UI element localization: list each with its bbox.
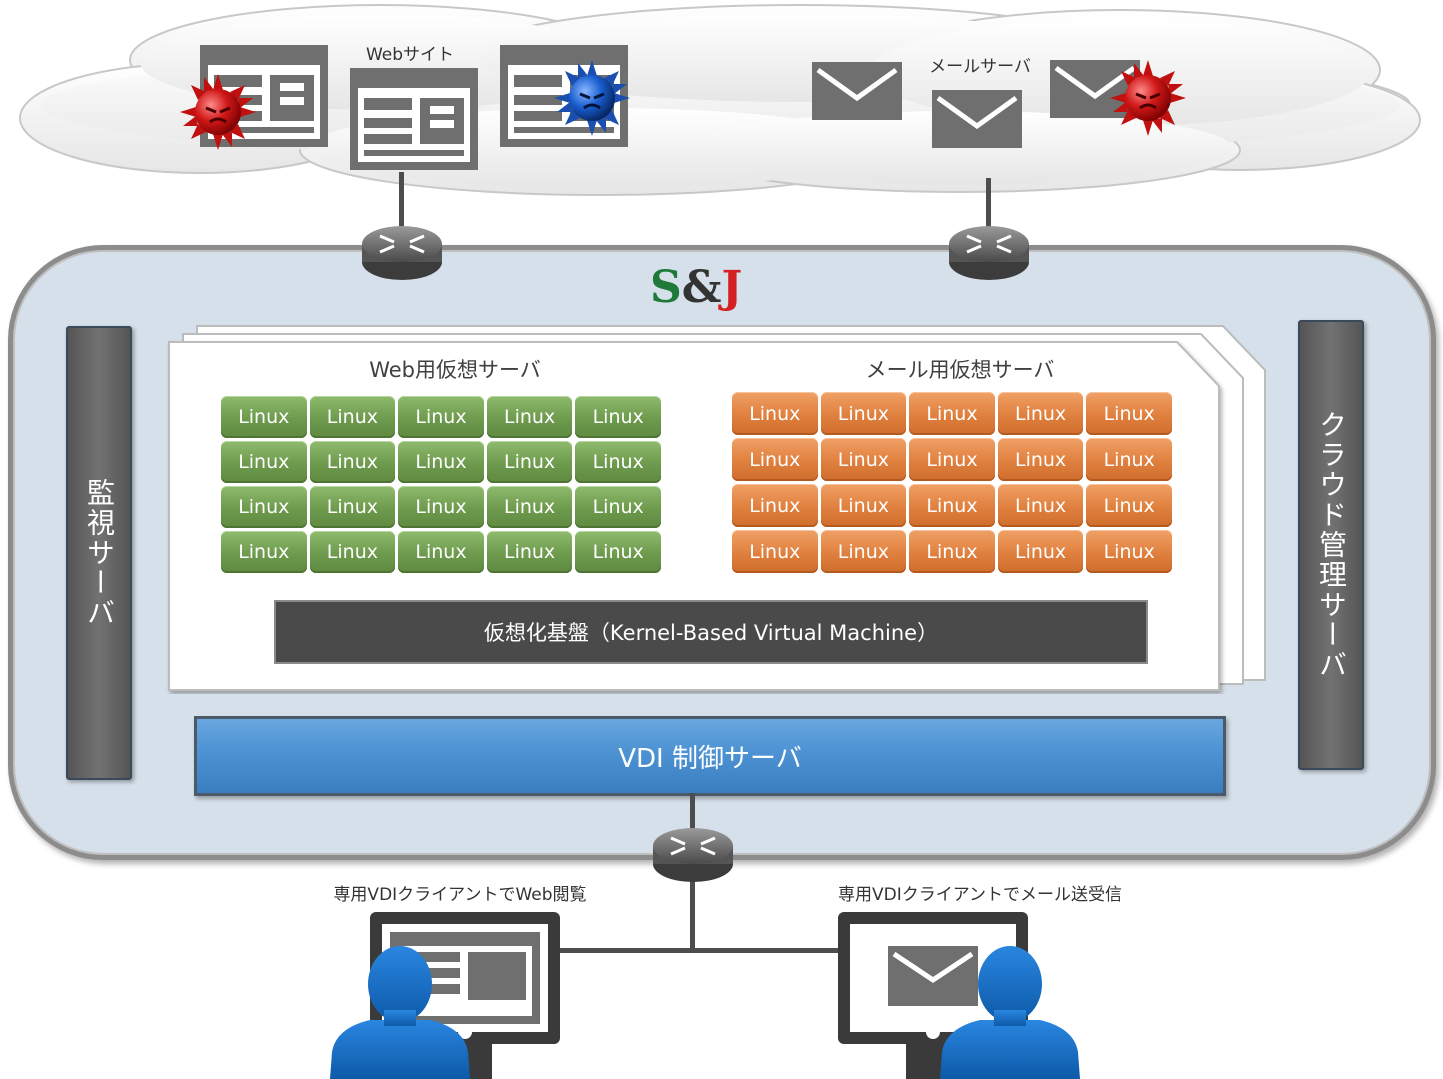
- connector-line: [540, 948, 850, 953]
- mailserver-label: メールサーバ: [929, 57, 1031, 77]
- linux-vm-cell: Linux: [732, 484, 818, 527]
- linux-vm-cell: Linux: [909, 392, 995, 435]
- envelope-icon: [932, 90, 1022, 148]
- linux-vm-cell: Linux: [221, 486, 307, 528]
- monitoring-server-label: 監視サーバ: [83, 478, 116, 628]
- linux-vm-cell: Linux: [398, 441, 484, 483]
- browser-window-icon: [350, 68, 478, 170]
- linux-vm-cell: Linux: [732, 530, 818, 573]
- linux-vm-cell: Linux: [309, 486, 396, 528]
- linux-vm-cell: Linux: [575, 486, 661, 528]
- linux-vm-cell: Linux: [486, 531, 573, 573]
- linux-vm-cell: Linux: [398, 396, 484, 438]
- cloud-management-server: クラウド管理サーバ: [1298, 320, 1364, 770]
- linux-vm-cell: Linux: [820, 484, 907, 527]
- linux-vm-cell: Linux: [486, 396, 573, 438]
- linux-vm-cell: Linux: [486, 441, 573, 483]
- mail-vm-title: メール用仮想サーバ: [865, 358, 1055, 382]
- vdi-control-server: VDI 制御サーバ: [194, 716, 1226, 796]
- linux-vm-cell: Linux: [575, 531, 661, 573]
- logo: S&J: [650, 262, 760, 314]
- linux-vm-cell: Linux: [1086, 530, 1172, 573]
- user-silhouette-icon: [940, 946, 1080, 1079]
- logo-s: S: [650, 262, 682, 313]
- linux-vm-cell: Linux: [486, 486, 573, 528]
- linux-vm-cell: Linux: [997, 438, 1084, 481]
- vdi-label: VDI 制御サーバ: [618, 743, 802, 774]
- user-silhouette-icon: [330, 946, 470, 1079]
- monitoring-server: 監視サーバ: [66, 326, 132, 780]
- linux-vm-cell: Linux: [1086, 392, 1172, 435]
- kvm-label: 仮想化基盤（Kernel-Based Virtual Machine）: [483, 621, 939, 645]
- logo-j: J: [721, 262, 743, 313]
- linux-vm-cell: Linux: [820, 392, 907, 435]
- virus-blue-icon: [554, 60, 630, 136]
- linux-vm-cell: Linux: [221, 531, 307, 573]
- linux-vm-cell: Linux: [309, 396, 396, 438]
- linux-vm-cell: Linux: [909, 484, 995, 527]
- linux-vm-cell: Linux: [398, 486, 484, 528]
- linux-vm-cell: Linux: [732, 392, 818, 435]
- linux-vm-cell: Linux: [820, 530, 907, 573]
- linux-vm-cell: Linux: [997, 530, 1084, 573]
- cloud-management-server-label: クラウド管理サーバ: [1315, 410, 1348, 680]
- router-icon: [362, 226, 442, 280]
- linux-vm-cell: Linux: [398, 531, 484, 573]
- website-label: Webサイト: [365, 45, 455, 65]
- linux-vm-cell: Linux: [221, 396, 307, 438]
- linux-vm-cell: Linux: [1086, 438, 1172, 481]
- linux-vm-cell: Linux: [997, 484, 1084, 527]
- linux-vm-cell: Linux: [221, 441, 307, 483]
- linux-vm-cell: Linux: [575, 441, 661, 483]
- router-icon: [653, 828, 733, 882]
- linux-vm-cell: Linux: [997, 392, 1084, 435]
- linux-vm-cell: Linux: [820, 438, 907, 481]
- router-icon: [949, 226, 1029, 280]
- envelope-icon: [812, 62, 902, 120]
- linux-vm-cell: Linux: [732, 438, 818, 481]
- linux-vm-cell: Linux: [309, 441, 396, 483]
- client-web-label: 専用VDIクライアントでWeb閲覧: [333, 885, 587, 905]
- web-vm-title: Web用仮想サーバ: [369, 358, 541, 382]
- linux-vm-cell: Linux: [309, 531, 396, 573]
- virus-red-icon: [180, 74, 256, 150]
- linux-vm-cell: Linux: [909, 438, 995, 481]
- linux-vm-cell: Linux: [1086, 484, 1172, 527]
- virus-red-icon: [1110, 60, 1186, 136]
- client-mail-label: 専用VDIクライアントでメール送受信: [837, 885, 1123, 905]
- logo-amp: &: [681, 262, 722, 313]
- linux-vm-cell: Linux: [909, 530, 995, 573]
- linux-vm-cell: Linux: [575, 396, 661, 438]
- kvm-platform: 仮想化基盤（Kernel-Based Virtual Machine）: [274, 600, 1148, 664]
